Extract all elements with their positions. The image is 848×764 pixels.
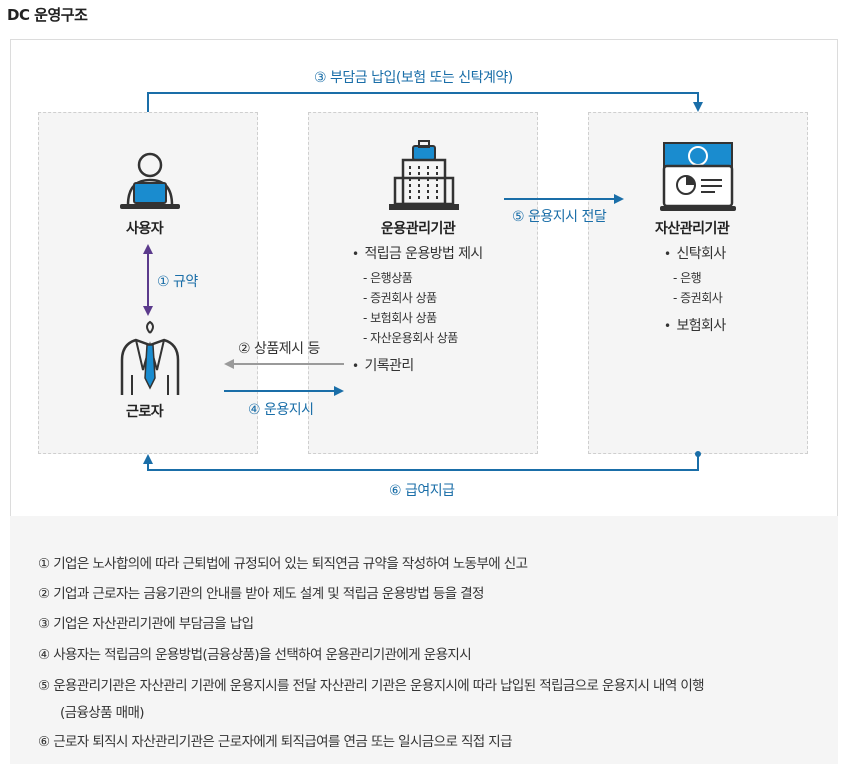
note-item: ⑥ 근로자 퇴직시 자산관리기관은 근로자에게 퇴직급여를 연금 또는 일시금으… [38,734,513,750]
operator-bullet-1: 적립금 운용방법 제시 [352,243,483,263]
note-item: ① 기업은 노사합의에 따라 근퇴법에 규정되어 있는 퇴직연금 규약을 작성하… [38,556,528,572]
note-item: ③ 기업은 자산관리기관에 부담금을 납입 [38,616,254,632]
notes-panel: ① 기업은 노사합의에 따라 근퇴법에 규정되어 있는 퇴직연금 규약을 작성하… [10,516,838,764]
building-icon [389,140,459,210]
operator-bullet-2: 기록관리 [352,355,414,375]
flow-3-arrow [147,92,703,112]
flow-4-label: ④ 운용지시 [248,402,314,418]
worker-label: 근로자 [126,404,164,420]
user-label: 사용자 [126,221,164,237]
operator-sub-item: - 자산운용회사 상품 [363,331,458,345]
note-item: ④ 사용자는 적립금의 운용방법(금융상품)을 선택하여 운용관리기관에게 운용… [38,647,472,663]
asset-sub-item: - 은행 [673,271,702,285]
asset-bullet-1: 신탁회사 [664,243,726,263]
asset-sub-item: - 증권회사 [673,291,723,305]
diagram-frame [10,39,838,764]
asset-label: 자산관리기관 [655,221,730,237]
page-title: DC 운영구조 [7,6,88,24]
note-item-continuation: (금융상품 매매) [60,705,145,721]
laptop-user-icon [120,152,180,209]
flow-6-arrow [143,454,699,471]
operator-sub-item: - 보험회사 상품 [363,311,437,325]
operator-sub-item: - 증권회사 상품 [363,291,437,305]
flow-2-label: ② 상품제시 등 [238,341,320,357]
note-item: ⑤ 운용관리기관은 자산관리 기관에 운용지시를 전달 자산관리 기관은 운용지… [38,678,705,694]
operator-sub-item: - 은행상품 [363,271,413,285]
flow-1-label: ① 규약 [157,274,198,290]
operator-box [308,112,538,454]
operator-label: 운용관리기관 [381,221,456,237]
flow-5-label: ⑤ 운용지시 전달 [512,209,607,225]
worker-suit-icon [120,320,180,395]
note-item: ② 기업과 근로자는 금융기관의 안내를 받아 제도 설계 및 적립금 운용방법… [38,586,484,602]
asset-bullet-2: 보험회사 [664,315,726,335]
money-monitor-icon [660,142,736,211]
flow-3-label: ③ 부담금 납입(보험 또는 신탁계약) [314,70,513,86]
flow-arrows [120,92,736,471]
flow-6-label: ⑥ 급여지급 [389,483,455,499]
